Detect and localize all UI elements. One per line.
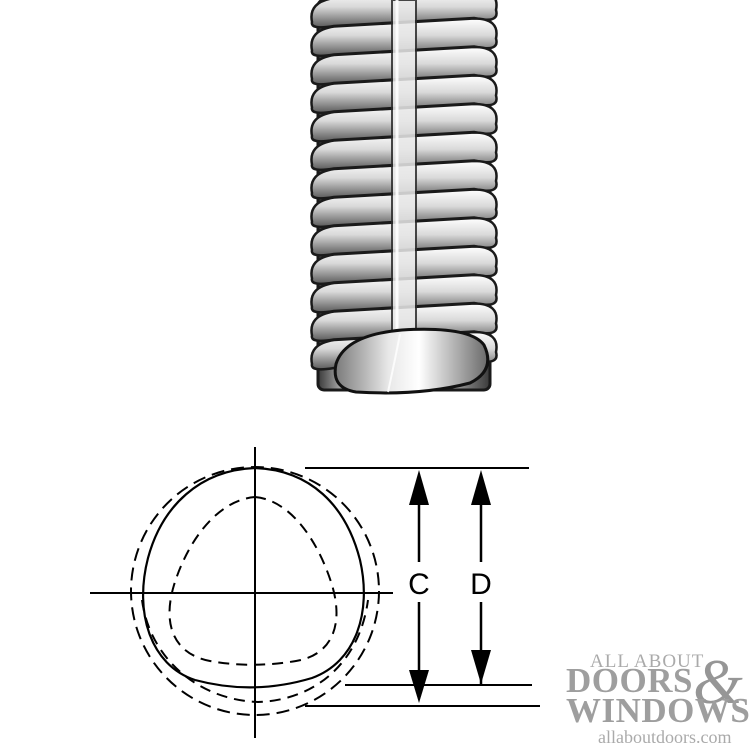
watermark-line2: DOORS — [566, 661, 693, 700]
watermark-url: allaboutdoors.com — [598, 727, 731, 747]
dimension-label-d: D — [470, 568, 492, 601]
thread-forming-screw — [310, 0, 498, 395]
inner-dashed-profile — [168, 495, 338, 666]
d-arrow-up — [471, 470, 491, 505]
d-arrow-down — [471, 650, 491, 684]
dimension-arrowheads — [409, 470, 491, 703]
watermark-line1: ALL ABOUT — [590, 651, 704, 672]
screw-tip-face — [333, 327, 490, 395]
trilobular-profile — [141, 466, 365, 689]
watermark-line3: WINDOWS — [566, 691, 750, 730]
c-arrow-up — [409, 470, 429, 505]
c-arrow-down — [409, 670, 429, 703]
watermark-logo: ALL ABOUT DOORS & WINDOWS allaboutdoors.… — [566, 646, 750, 747]
lower-dashed-arc — [141, 599, 369, 704]
dimension-label-c: C — [408, 568, 430, 601]
watermark-ampersand: & — [693, 646, 743, 717]
